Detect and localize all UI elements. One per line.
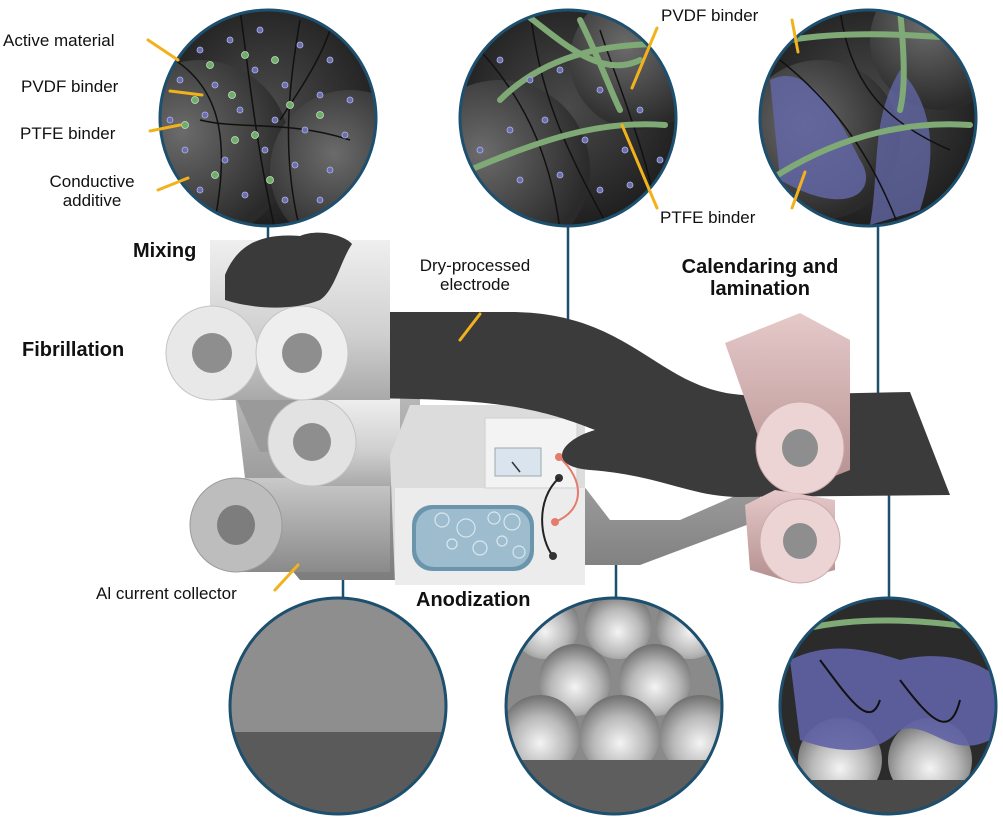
- label-ptfe-binder-left: PTFE binder: [20, 124, 116, 143]
- label-pvdf-binder-left: PVDF binder: [21, 77, 119, 96]
- fibrillation-roller-lower: [267, 397, 400, 487]
- leader-lines: [146, 18, 807, 592]
- powder-mix: [225, 232, 352, 308]
- label-conductive-additive: Conductive additive: [32, 172, 152, 210]
- stage-calendaring-line1: Calendaring and: [681, 256, 839, 278]
- inset-mixing: [158, 8, 378, 228]
- stage-anodization: Anodization: [416, 589, 531, 611]
- inset-electrode: [458, 8, 678, 228]
- label-dry-processed-electrode: Dry-processed electrode: [400, 256, 550, 294]
- inset-al-foil: [228, 596, 448, 816]
- inset-calendered: [758, 8, 978, 228]
- stage-calendaring-lamination: Calendaring and lamination: [660, 256, 860, 301]
- inset-anodized: [504, 596, 724, 816]
- inset-laminated: [778, 596, 998, 816]
- stage-calendaring-line2: lamination: [709, 278, 810, 301]
- calendaring-roller-upper: [725, 313, 850, 495]
- stage-fibrillation: Fibrillation: [22, 339, 125, 361]
- calendaring-roller-lower: [745, 490, 841, 584]
- label-conductive-additive-line2: additive: [62, 191, 122, 211]
- label-conductive-additive-line1: Conductive: [49, 172, 135, 191]
- label-pvdf-binder-right: PVDF binder: [661, 6, 759, 25]
- label-active-material: Active material: [3, 31, 115, 50]
- label-al-current-collector: Al current collector: [96, 584, 237, 603]
- label-dry-processed-line1: Dry-processed: [419, 256, 531, 275]
- collector-roller: [189, 477, 390, 573]
- anodization-tank: [390, 405, 585, 585]
- label-dry-processed-line2: electrode: [440, 275, 510, 295]
- stage-mixing: Mixing: [133, 240, 197, 262]
- label-ptfe-binder-right: PTFE binder: [660, 208, 756, 227]
